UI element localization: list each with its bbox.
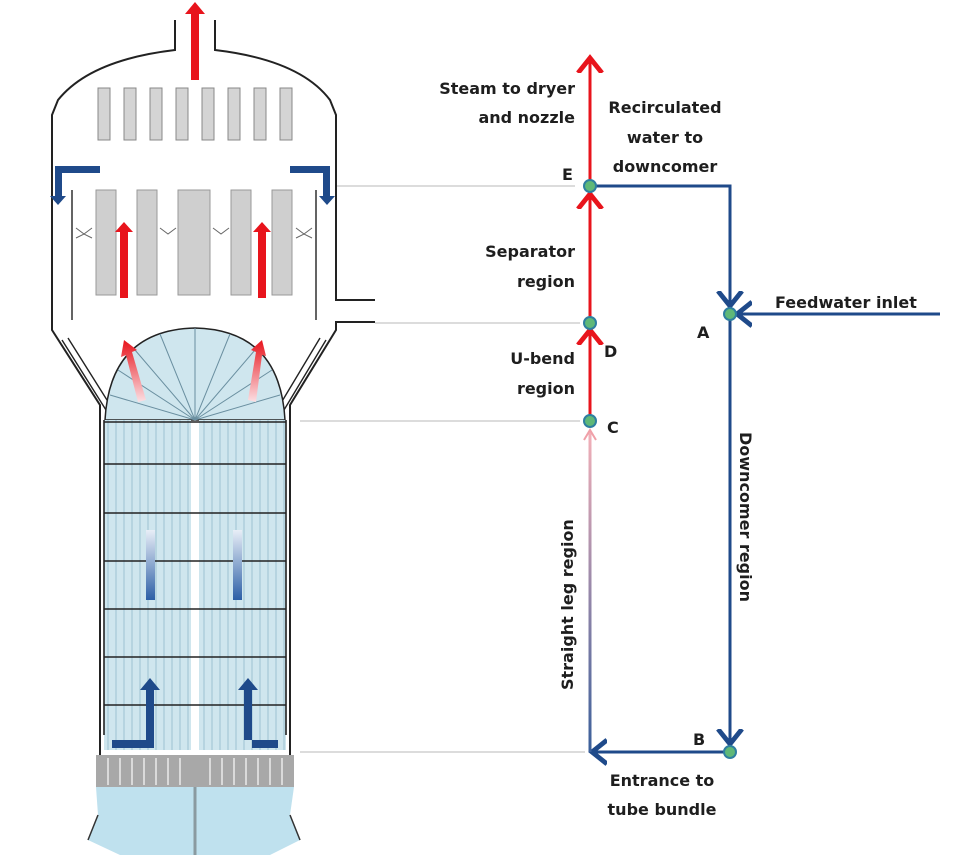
steam-generator-vessel xyxy=(51,20,375,760)
recirc-line xyxy=(596,184,730,306)
steam-label-1: Steam to dryer xyxy=(439,79,575,98)
node-b-label: B xyxy=(693,730,705,749)
node-a-label: A xyxy=(697,323,710,342)
node-d xyxy=(583,316,597,330)
separator-label-1: Separator xyxy=(485,242,575,261)
labels: Steam to dryer and nozzle Recirculated w… xyxy=(439,79,917,819)
steam-flow-arrows xyxy=(115,2,271,402)
steam-dryer xyxy=(97,87,293,141)
guide-lines xyxy=(300,185,585,753)
water-flow-arrows xyxy=(50,166,335,748)
ubend-label-2: region xyxy=(517,379,575,398)
moisture-separators xyxy=(95,189,293,296)
recirc-label-3: downcomer xyxy=(613,157,718,176)
straight-leg-label: Straight leg region xyxy=(558,519,577,690)
node-b xyxy=(723,745,737,759)
node-a xyxy=(723,307,737,321)
separator-label-2: region xyxy=(517,272,575,291)
steam-label-2: and nozzle xyxy=(478,108,575,127)
recirc-label-1: Recirculated xyxy=(608,98,721,117)
node-e-label: E xyxy=(562,165,573,184)
recirc-label-2: water to xyxy=(627,128,703,147)
node-c xyxy=(583,414,597,428)
ubend-label-1: U-bend xyxy=(510,349,575,368)
downcomer-label: Downcomer region xyxy=(736,432,755,602)
straight-leg-line xyxy=(588,432,592,752)
entrance-label-1: Entrance to xyxy=(610,771,715,790)
tube-bundle xyxy=(103,327,287,750)
node-c-label: C xyxy=(607,418,619,437)
entrance-label-2: tube bundle xyxy=(608,800,717,819)
flow-loop xyxy=(584,58,940,752)
node-e xyxy=(583,179,597,193)
tubesheet xyxy=(96,755,294,787)
loop-nodes xyxy=(583,179,737,759)
feedwater-label: Feedwater inlet xyxy=(775,293,917,312)
node-d-label: D xyxy=(604,342,617,361)
separator-swirl-vanes xyxy=(75,227,313,239)
channel-head xyxy=(87,787,301,855)
